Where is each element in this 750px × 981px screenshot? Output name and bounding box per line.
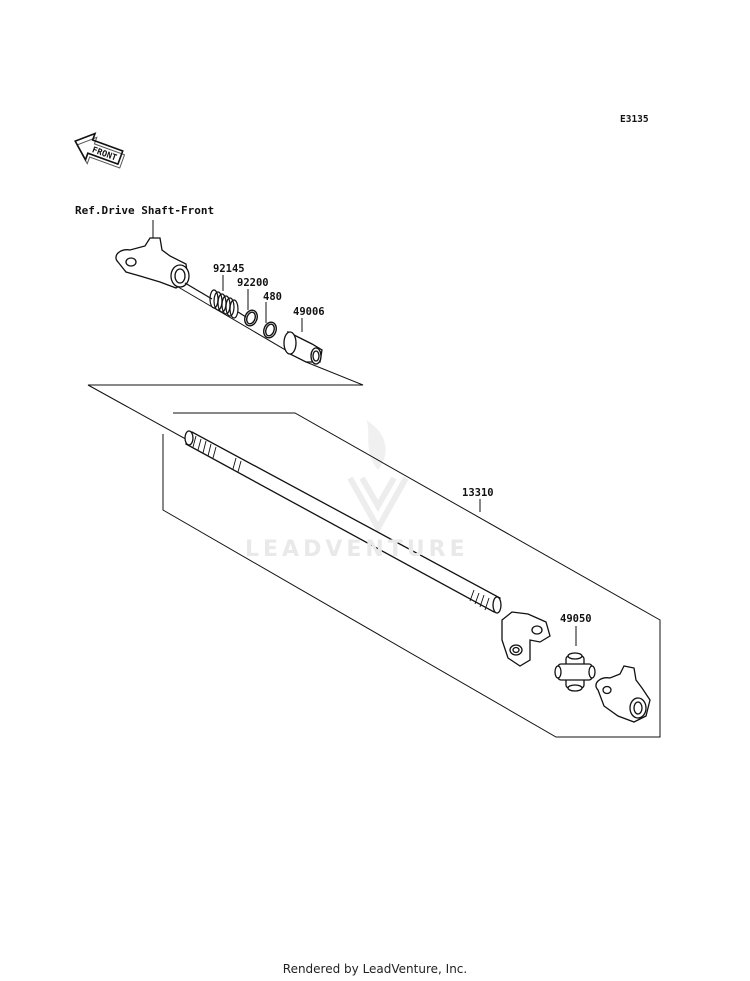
spring-92145 [209,289,247,319]
part-number: 480 [263,291,282,303]
part-number: 13310 [462,487,494,499]
front-arrow-icon: FRONT [74,132,126,169]
yoke-ref-drive-shaft [115,237,213,300]
bracket-lines [87,283,661,738]
footer-credit: Rendered by LeadVenture, Inc. [282,962,468,976]
part-number: 92145 [213,263,245,275]
yoke-shaft-end [501,611,551,667]
part-number: 49006 [293,306,325,318]
leader-lines [152,220,577,646]
watermark-logo [347,420,409,535]
reference-label: Ref.Drive Shaft-Front [75,204,214,217]
yoke-second [595,665,651,723]
watermark-text: LEADVENTURE [245,537,469,562]
ring-480 [263,321,277,339]
boot-49006 [283,330,323,365]
part-number: 49050 [560,613,592,625]
cross-joint-49050 [554,652,596,692]
diagram-code: E3135 [620,114,649,125]
drive-shaft-13310 [184,430,502,614]
part-number: 92200 [237,277,269,289]
part-labels: E3135 Ref.Drive Shaft-Front 92145 92200 … [75,114,649,625]
ring-92200 [244,309,258,327]
